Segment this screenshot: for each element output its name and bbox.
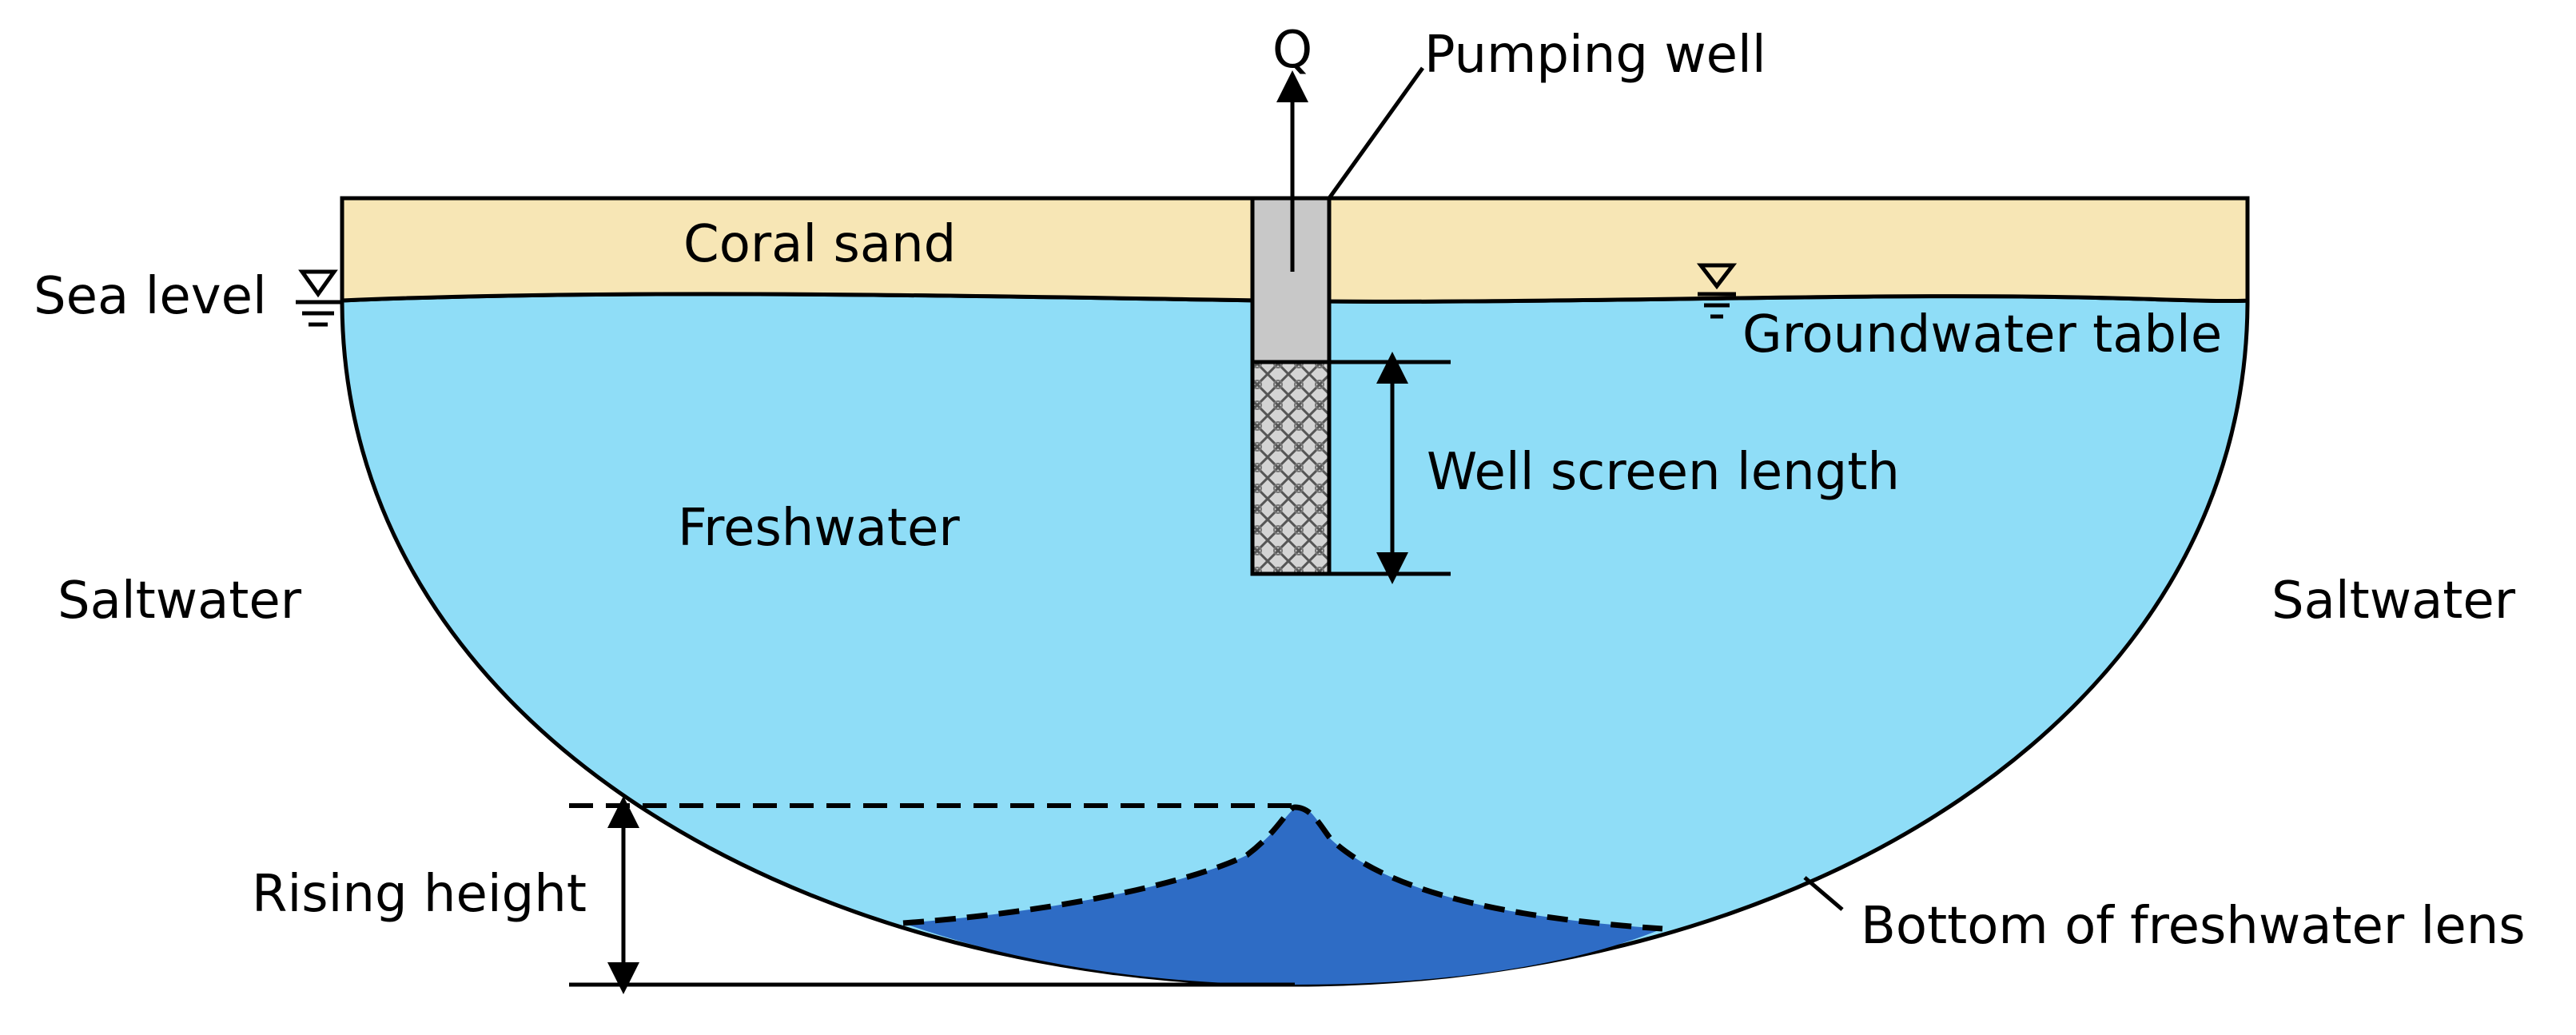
freshwater-label: Freshwater — [678, 499, 960, 558]
well-screen — [1250, 360, 1332, 576]
groundwater-table-marker-icon — [1696, 263, 1738, 319]
saltwater-right-label: Saltwater — [2271, 571, 2516, 631]
rising-height-label: Rising height — [252, 865, 587, 924]
pumping-well-leader — [1327, 66, 1425, 200]
bottom-of-lens-label: Bottom of freshwater lens — [1861, 897, 2526, 956]
q-label: Q — [1272, 21, 1312, 80]
bottom-lens-leader — [1803, 876, 1844, 911]
coral-sand-label: Coral sand — [683, 215, 956, 274]
well-screen-length-label: Well screen length — [1427, 443, 1900, 502]
upconing-dashed-outline — [902, 804, 1663, 932]
sea-level-label: Sea level — [34, 267, 267, 326]
sea-level-marker-icon — [296, 269, 340, 327]
groundwater-table-label: Groundwater table — [1742, 305, 2222, 364]
saltwater-left-label: Saltwater — [58, 571, 302, 631]
upconing-cone — [903, 806, 1662, 985]
pumping-well-label: Pumping well — [1424, 26, 1766, 85]
